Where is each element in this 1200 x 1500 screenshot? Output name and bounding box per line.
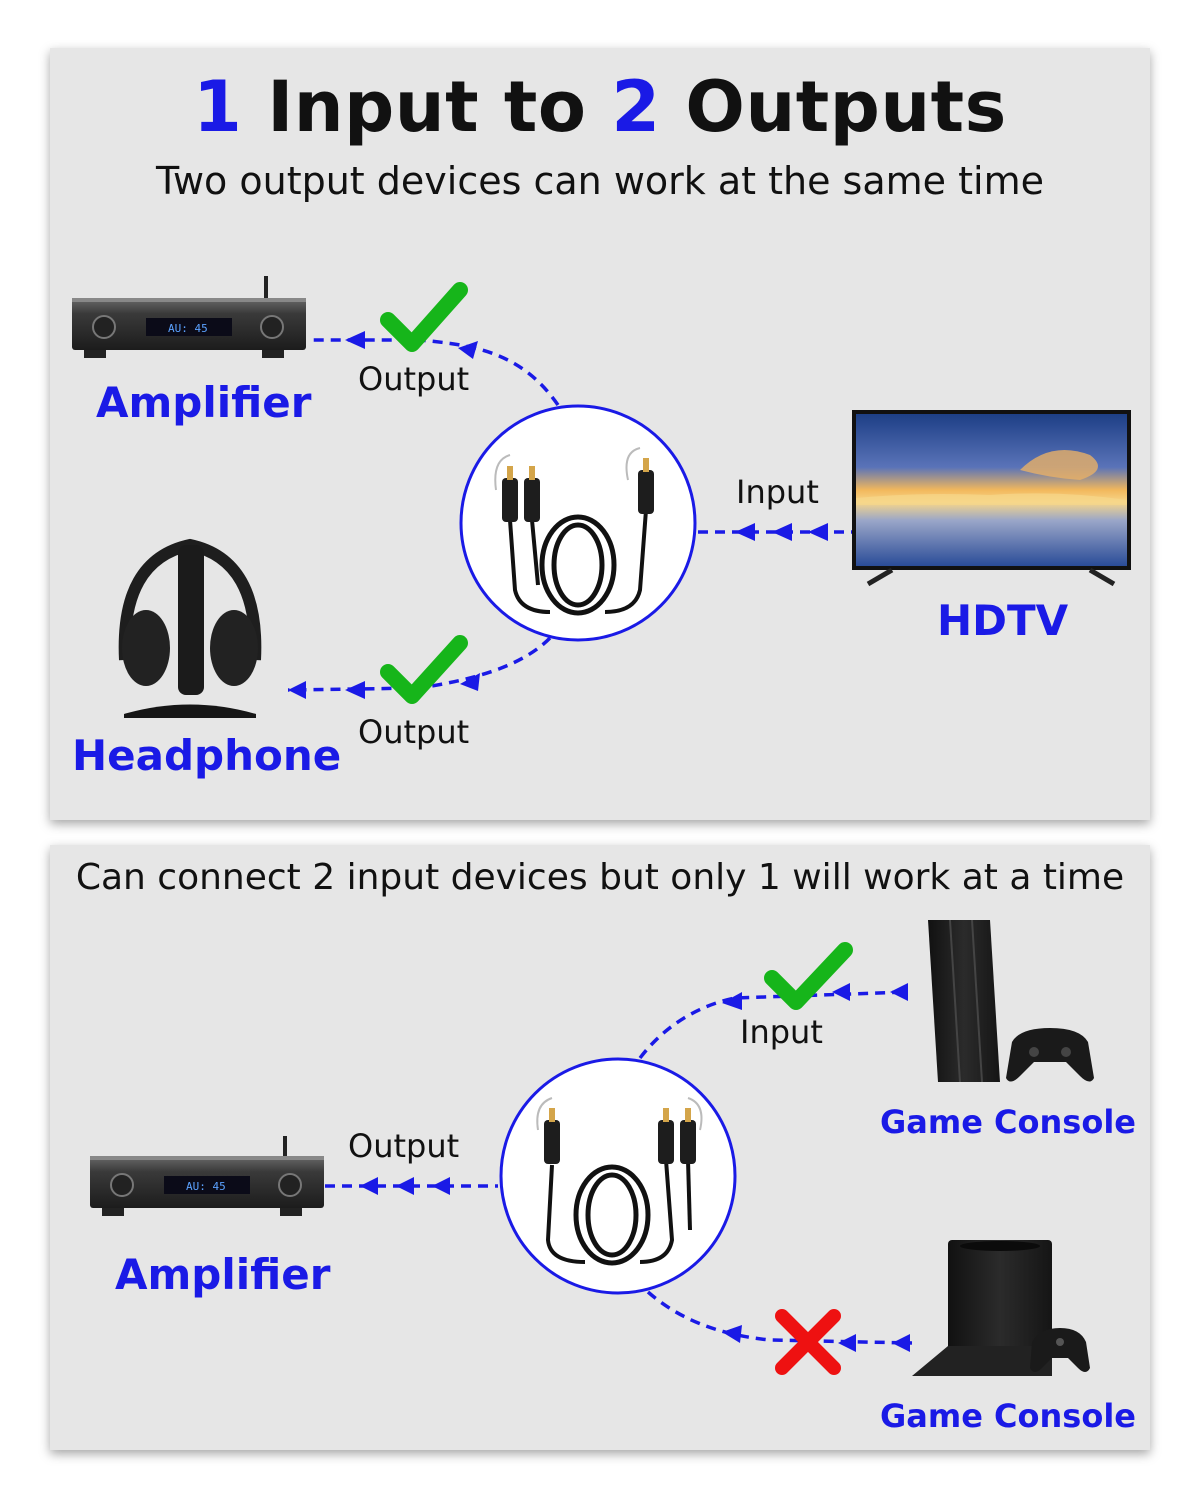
arrow-icon (735, 523, 755, 541)
arrow-icon (288, 681, 306, 699)
connector-path-console-2 (646, 1290, 913, 1345)
tv-icon (852, 410, 1131, 587)
title-text-2: Outputs (660, 66, 1007, 148)
arrow-icon (722, 992, 742, 1010)
arrow-icon (772, 523, 792, 541)
arrow-icon (345, 331, 365, 349)
amplifier-icon: AU: 45 (72, 276, 306, 358)
check-icon (764, 942, 853, 1010)
main-title: 1 Input to 2 Outputs (50, 62, 1150, 152)
optical-splitter-cable-icon (459, 404, 697, 642)
title-number-2: 2 (611, 66, 661, 148)
output-label-bottom: Output (348, 1127, 460, 1165)
arrow-icon (396, 1177, 414, 1195)
amplifier-icon: AU: 45 (90, 1136, 324, 1216)
amplifier-label-bottom: Amplifier (115, 1250, 331, 1299)
game-console-label-1: Game Console (880, 1103, 1136, 1141)
connector-path-headphone (287, 636, 552, 692)
game-console-label-2: Game Console (880, 1397, 1136, 1435)
hdtv-label: HDTV (937, 596, 1069, 645)
arrow-icon (722, 1325, 742, 1343)
headphone-label: Headphone (72, 731, 342, 780)
output-label-lower: Output (358, 713, 470, 751)
amp-display-text-bottom: AU: 45 (186, 1180, 226, 1193)
arrow-icon (832, 983, 850, 1001)
check-icon (380, 282, 468, 352)
cross-icon (775, 1309, 841, 1375)
title-number-1: 1 (193, 66, 243, 148)
output-label-upper: Output (358, 360, 470, 398)
game-console-icon (912, 1240, 1090, 1376)
check-icon (380, 635, 468, 704)
arrow-icon (892, 1334, 910, 1352)
arrow-icon (432, 1177, 450, 1195)
amp-display-text: AU: 45 (168, 322, 208, 335)
top-subtitle: Two output devices can work at the same … (156, 159, 1044, 203)
amplifier-label: Amplifier (96, 378, 312, 427)
input-label-bottom: Input (740, 1013, 823, 1051)
connector-path-amp (308, 338, 560, 406)
bottom-subtitle: Can connect 2 input devices but only 1 w… (75, 857, 1125, 898)
arrow-icon (360, 1177, 378, 1195)
optical-splitter-cable-icon (499, 1057, 737, 1295)
title-text-1: Input to (242, 66, 612, 148)
arrow-icon (838, 1334, 856, 1352)
input-label-tv: Input (736, 473, 819, 511)
game-console-icon (928, 919, 1094, 1083)
arrow-icon (458, 341, 478, 359)
arrow-icon (808, 523, 828, 541)
headphone-icon (118, 538, 262, 718)
arrow-icon (890, 983, 908, 1001)
arrow-icon (345, 681, 365, 699)
arrow-icon (460, 673, 480, 691)
connector-path-console-1 (638, 990, 909, 1060)
